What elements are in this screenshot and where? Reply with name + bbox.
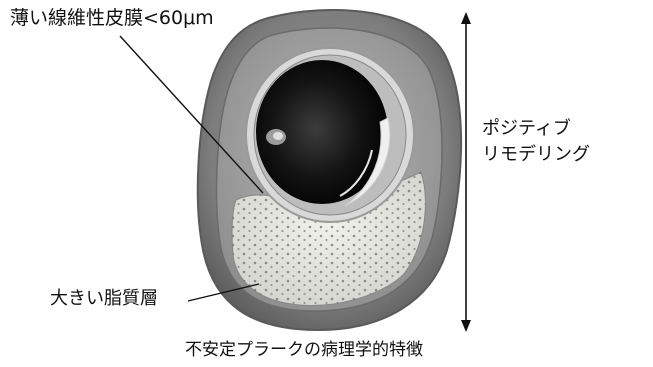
remodeling-label-line-2: リモデリング xyxy=(482,142,590,168)
positive-remodeling-label: ポジティブ リモデリング xyxy=(482,116,590,168)
fibrous-cap-label: 薄い線維性皮膜<60μm xyxy=(10,8,214,30)
remodeling-label-line-1: ポジティブ xyxy=(482,116,590,142)
figure-caption: 不安定プラークの病理学的特徴 xyxy=(185,341,423,361)
remodeling-arrow-head-top xyxy=(461,12,471,24)
lipid-core-label: 大きい脂質層 xyxy=(50,289,158,310)
remodeling-arrow-head-bottom xyxy=(461,320,471,332)
